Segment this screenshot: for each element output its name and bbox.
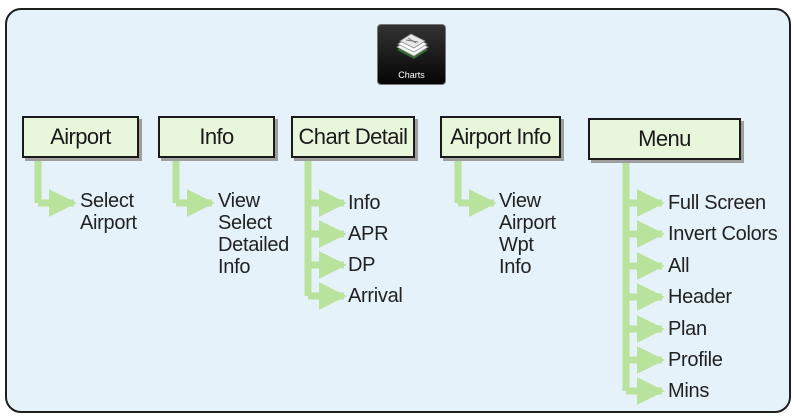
submenu-item[interactable]: Select Airport xyxy=(80,190,137,234)
menu-label-info: Info xyxy=(199,124,234,149)
submenu-item[interactable]: APR xyxy=(348,223,389,245)
menu-box-chart-detail[interactable]: Chart Detail xyxy=(291,116,415,158)
submenu-item[interactable]: View Airport Wpt Info xyxy=(499,190,556,278)
submenu-item[interactable]: Plan xyxy=(668,318,707,340)
submenu-item[interactable]: Invert Colors xyxy=(668,223,778,245)
submenu-item[interactable]: DP xyxy=(348,254,376,276)
menu-label-airport: Airport xyxy=(50,124,111,149)
charts-button[interactable]: Charts xyxy=(377,24,446,85)
submenu-item[interactable]: Arrival xyxy=(348,285,403,307)
submenu-item[interactable]: Header xyxy=(668,286,732,308)
menu-box-info[interactable]: Info xyxy=(158,116,275,158)
submenu-item[interactable]: Mins xyxy=(668,380,710,402)
charts-button-label: Charts xyxy=(398,70,425,80)
menu-box-menu[interactable]: Menu xyxy=(588,118,741,160)
submenu-item[interactable]: Info xyxy=(348,192,381,214)
menu-box-airport[interactable]: Airport xyxy=(22,116,139,158)
charts-icon xyxy=(396,33,429,59)
menu-label-menu: Menu xyxy=(638,126,691,151)
menu-label-chart-detail: Chart Detail xyxy=(298,124,409,149)
submenu-item[interactable]: Full Screen xyxy=(668,192,766,214)
menu-box-airport-info[interactable]: Airport Info xyxy=(440,116,561,158)
submenu-item[interactable]: Profile xyxy=(668,349,723,371)
menu-label-airport-info: Airport Info xyxy=(450,124,551,149)
submenu-item[interactable]: View Select Detailed Info xyxy=(218,190,289,278)
submenu-item[interactable]: All xyxy=(668,255,690,277)
